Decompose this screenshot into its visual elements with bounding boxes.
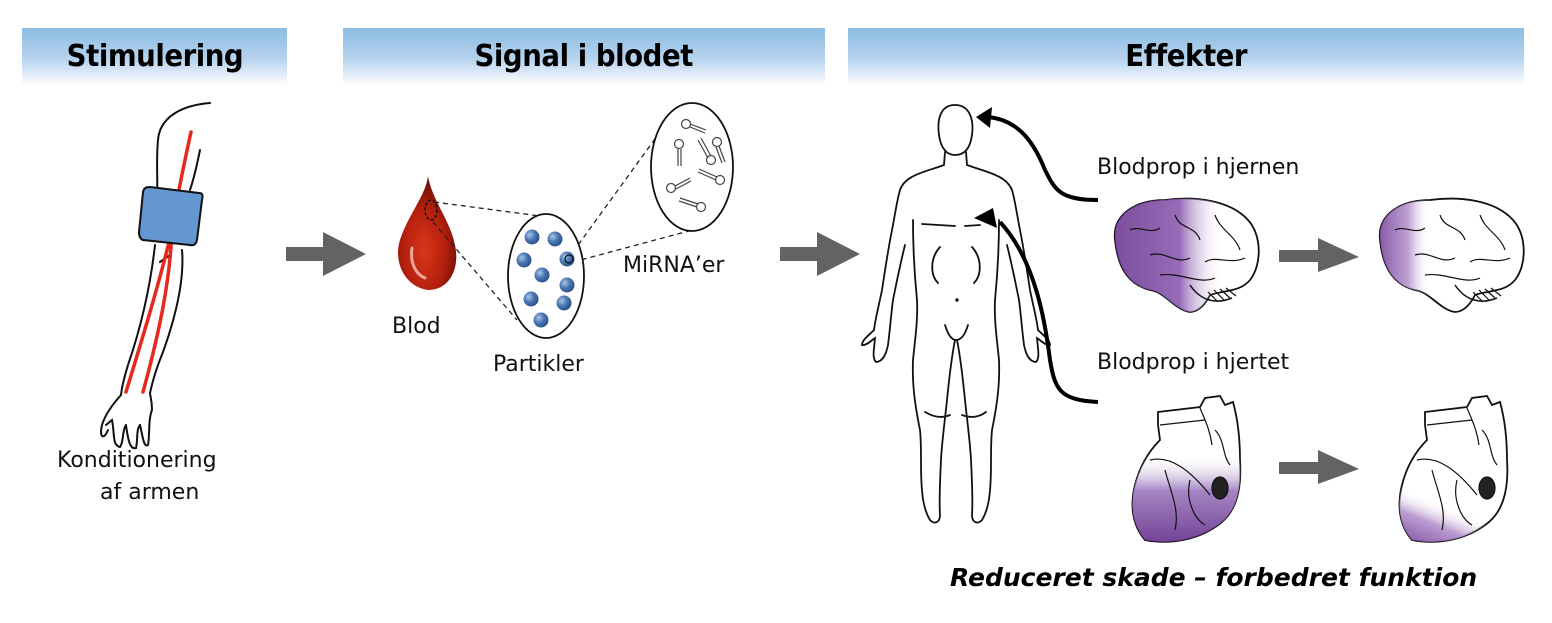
heart-damaged-icon <box>1131 395 1242 543</box>
zoom-lines <box>432 131 701 321</box>
brain-damaged-icon <box>1113 197 1260 313</box>
vein-lines <box>124 130 193 394</box>
process-arrow-2 <box>780 232 860 276</box>
header-stimulation-text: Stimulering <box>66 39 243 74</box>
arm-illustration <box>100 102 211 450</box>
mirna-hairpins <box>665 118 726 213</box>
process-arrow-1 <box>286 232 366 276</box>
blood-pressure-cuff <box>137 185 204 247</box>
header-stimulation: Stimulering <box>22 28 287 85</box>
label-particles: Partikler <box>493 352 584 377</box>
blood-drop-icon <box>398 176 457 290</box>
human-body-outline <box>861 104 1051 524</box>
label-brain-clot: Blodprop i hjernen <box>1097 155 1300 180</box>
label-conditioning-line1: Konditionering <box>57 448 217 473</box>
label-heart-clot: Blodprop i hjertet <box>1097 350 1290 375</box>
label-mirna: MiRNA’er <box>623 253 725 278</box>
header-effects-text: Effekter <box>1125 39 1247 74</box>
curved-arrow-to-head <box>976 107 1099 202</box>
header-signal-text: Signal i blodet <box>474 39 694 74</box>
header-effects: Effekter <box>848 28 1524 85</box>
mirna-vesicle <box>650 102 734 232</box>
label-blood: Blod <box>392 314 441 339</box>
label-conditioning-line2: af armen <box>100 480 200 505</box>
heart-recovered-icon <box>1398 395 1509 543</box>
process-arrow-brain <box>1279 238 1359 272</box>
header-signal: Signal i blodet <box>343 28 825 85</box>
particles-vesicle <box>507 213 585 339</box>
effects-caption: Reduceret skade – forbedret funktion <box>950 563 1478 592</box>
process-arrow-heart <box>1279 450 1359 484</box>
curved-arrow-to-heart <box>974 208 1099 404</box>
brain-recovered-icon <box>1378 197 1525 313</box>
